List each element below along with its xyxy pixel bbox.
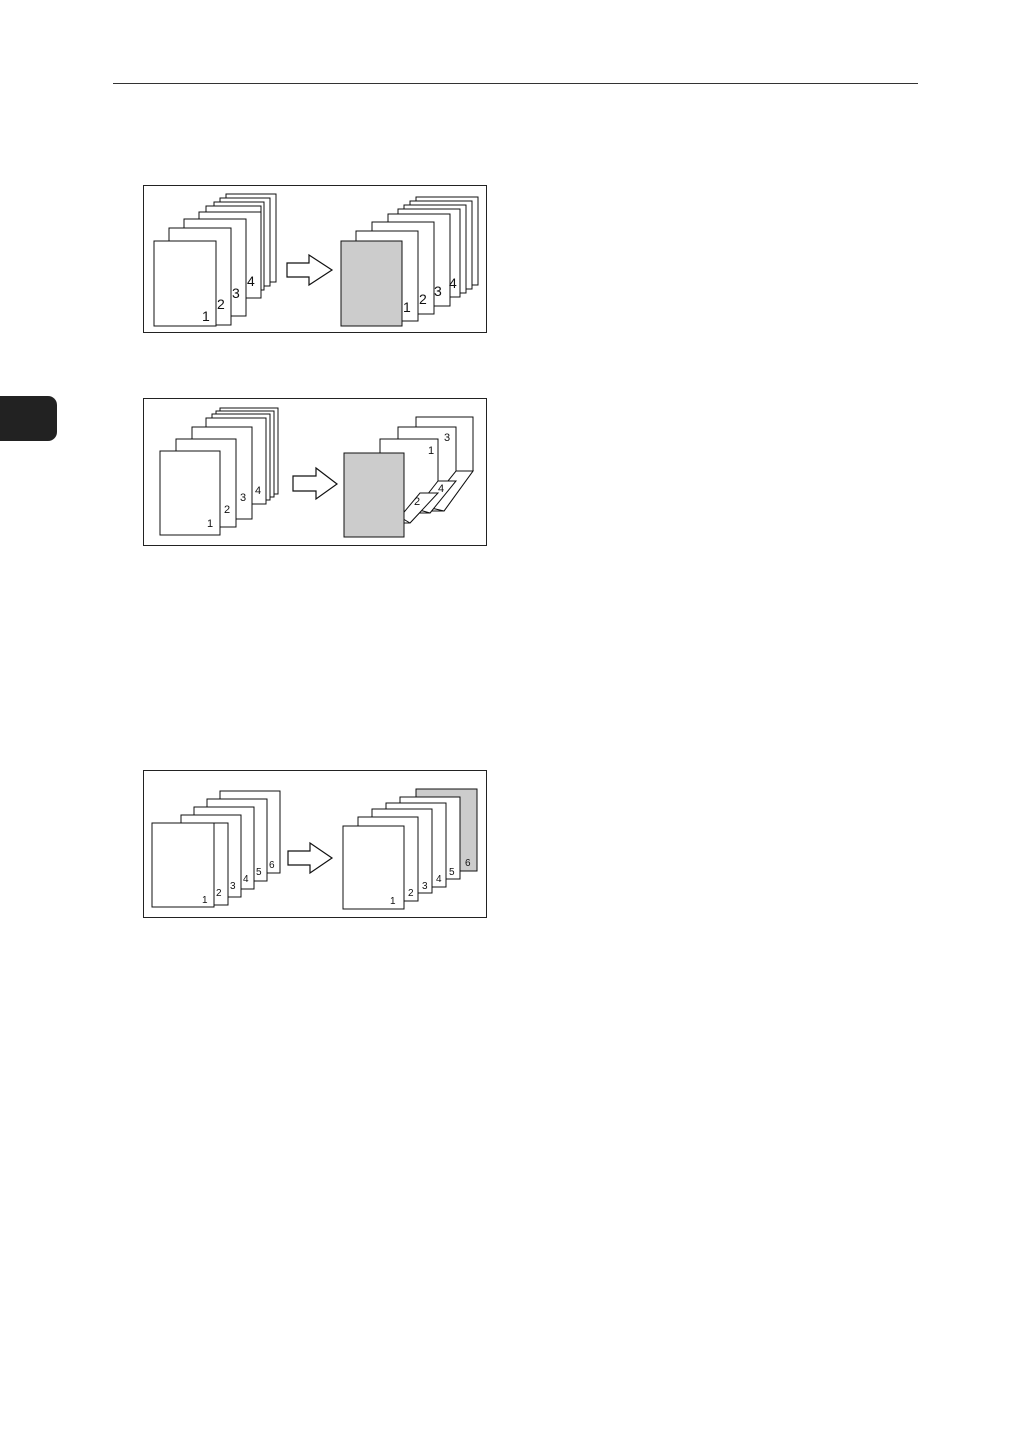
page-number: 3 [240,492,246,504]
page-number: 3 [444,432,450,444]
page-number: 4 [449,275,457,291]
page-number: 3 [422,881,428,892]
page-number: 5 [256,867,262,878]
back-cover-sheet-diagram: 1 2 3 4 5 6 1 2 3 4 5 6 [144,771,488,919]
front-cover-sheet [344,453,404,537]
arrow-right-icon [287,255,332,285]
page-number: 1 [207,518,213,530]
page-number: 3 [232,285,240,301]
arrow-right-icon [293,468,337,499]
page-number: 4 [255,485,261,497]
page-number: 5 [449,867,455,878]
page-number: 3 [230,881,236,892]
chapter-tab [0,396,57,441]
page-number: 2 [408,888,414,899]
page-number: 1 [428,445,434,457]
page-number: 1 [202,308,210,324]
cover-sheet-diagram: 1 2 3 4 1 2 3 4 [144,186,488,334]
page-number: 2 [419,291,427,307]
page-number: 2 [224,504,230,516]
cover-sheet-duplex-figure: 1 2 3 4 1 2 3 4 [143,398,487,546]
back-cover-sheet-figure: 1 2 3 4 5 6 1 2 3 4 5 6 [143,770,487,918]
page-number: 2 [414,496,420,508]
header-rule [113,83,918,84]
cover-sheet-figure: 1 2 3 4 1 2 3 4 [143,185,487,333]
page-number: 6 [269,860,275,871]
front-cover-sheet [341,241,402,326]
page-number: 1 [202,895,208,906]
page-number: 4 [247,273,255,289]
page-number: 4 [436,874,442,885]
page-number: 2 [216,888,222,899]
page-number: 6 [465,858,471,869]
page-number: 3 [434,283,442,299]
page-number: 4 [243,874,249,885]
page-number: 1 [390,896,396,907]
page-number: 4 [438,483,444,495]
page-number: 1 [403,299,411,315]
arrow-right-icon [288,843,332,873]
page-number: 2 [217,296,225,312]
cover-sheet-duplex-diagram: 1 2 3 4 1 2 3 4 [144,399,488,547]
